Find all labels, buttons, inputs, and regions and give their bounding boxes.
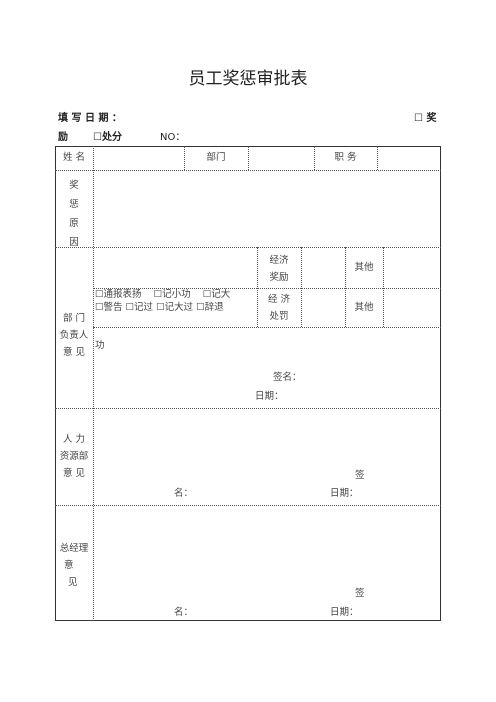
col-divider: [383, 247, 384, 327]
hr-date-label: 日期：: [330, 488, 359, 499]
econ-reward-field[interactable]: [304, 250, 342, 286]
gm-date-label: 日期：: [330, 607, 359, 618]
other-reward-field[interactable]: [386, 250, 438, 286]
punish-option-checkbox[interactable]: ☐处分: [93, 132, 122, 143]
name-label: 姓 名: [62, 152, 86, 163]
other-punish-label: 其他: [354, 302, 374, 313]
dept-label: 部门: [206, 152, 226, 163]
punish-options[interactable]: ☐警告 ☐记过 ☐记大过 ☐辞退: [95, 302, 224, 313]
fill-date-label: 填 写 日 期 ：: [58, 113, 122, 124]
col-divider: [257, 247, 258, 327]
row-divider: [55, 170, 441, 171]
econ-punish-field[interactable]: [304, 290, 342, 325]
name-field[interactable]: [97, 149, 181, 167]
col-divider: [248, 146, 249, 170]
position-field[interactable]: [380, 149, 438, 167]
col-divider: [184, 146, 185, 170]
gm-sign-top: 签: [355, 588, 365, 599]
dept-opinion-label: 部 门 负责人 意 见: [59, 313, 89, 358]
reason-field[interactable]: [97, 174, 437, 244]
dept-sign-label: 签名：: [273, 372, 302, 383]
econ-punish-label: 经 济 处罚: [267, 294, 291, 322]
reason-label: 奖 惩 原 因: [69, 180, 79, 248]
reward-option-checkbox[interactable]: ☐ 奖: [414, 113, 437, 124]
dept-field[interactable]: [251, 149, 311, 167]
col-divider: [314, 146, 315, 170]
econ-reward-label: 经济 奖励: [269, 255, 289, 283]
position-label: 职 务: [334, 152, 357, 163]
dept-date-label: 日期：: [255, 391, 284, 402]
gm-opinion-label: 总经理 意 见: [59, 543, 89, 588]
other-punish-field[interactable]: [386, 290, 438, 325]
reward-option-tail: 励: [58, 132, 68, 143]
row-divider: [55, 408, 441, 409]
col-divider: [377, 146, 378, 170]
reward-options[interactable]: ☐通报表扬 ☐记小功 ☐记大 功: [95, 289, 231, 351]
row-divider: [55, 247, 441, 248]
row-divider: [55, 505, 441, 506]
row-divider: [93, 288, 441, 289]
page-title: 员工奖惩审批表: [188, 69, 308, 89]
col-divider: [93, 146, 94, 621]
no-label: NO：: [160, 132, 186, 143]
approval-table: 姓 名 部门 职 务 奖 惩 原 因 部 门 负责人 意 见 ☐通报表扬 ☐记小…: [55, 146, 441, 621]
col-divider: [301, 247, 302, 327]
row-divider: [93, 327, 441, 328]
hr-sign-bottom: 名：: [174, 488, 194, 499]
col-divider: [345, 247, 346, 327]
hr-opinion-label: 人 力 资源部 意 见: [59, 434, 89, 479]
other-reward-label: 其他: [354, 262, 374, 273]
hr-sign-top: 签: [355, 470, 365, 481]
gm-sign-bottom: 名：: [174, 607, 194, 618]
